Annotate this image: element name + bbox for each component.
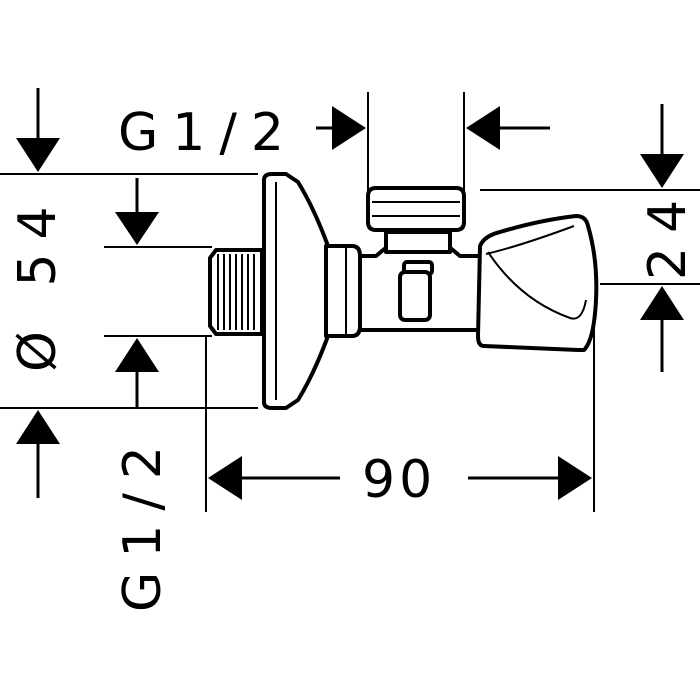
wall-rosette [262, 172, 330, 410]
extension-lines [0, 92, 700, 512]
diameter-label: Ø 54 [8, 192, 68, 372]
bottom-thread-label: G1/2 [113, 432, 173, 612]
inlet-thread [208, 248, 264, 336]
height-label: 24 [638, 186, 698, 280]
length-label: 90 [362, 450, 436, 510]
diameter-dimension: Ø 54 [8, 88, 68, 498]
valve-stem [398, 260, 434, 322]
diameter-arrow-bottom [16, 410, 60, 444]
length-dimension: 90 [208, 450, 592, 510]
top-thread-arrow-left [332, 106, 366, 150]
top-thread-label: G1/2 [118, 103, 298, 163]
angle-valve [208, 172, 599, 410]
top-thread-dimension: G1/2 [118, 103, 550, 163]
length-arrow-right [558, 456, 592, 500]
bottom-thread-arrow-bottom [115, 338, 159, 372]
length-arrow-left [208, 456, 242, 500]
top-thread-arrow-right [466, 106, 500, 150]
bottom-thread-dimension: G1/2 [113, 178, 173, 612]
handle-knob [476, 214, 599, 352]
diameter-arrow-top [16, 138, 60, 172]
outlet-nut [366, 186, 466, 254]
height-arrow-top [640, 154, 684, 188]
height-arrow-bottom [640, 286, 684, 320]
valve-neck [324, 244, 362, 338]
bottom-thread-arrow-top [115, 212, 159, 245]
height-dimension: 24 [638, 104, 698, 372]
